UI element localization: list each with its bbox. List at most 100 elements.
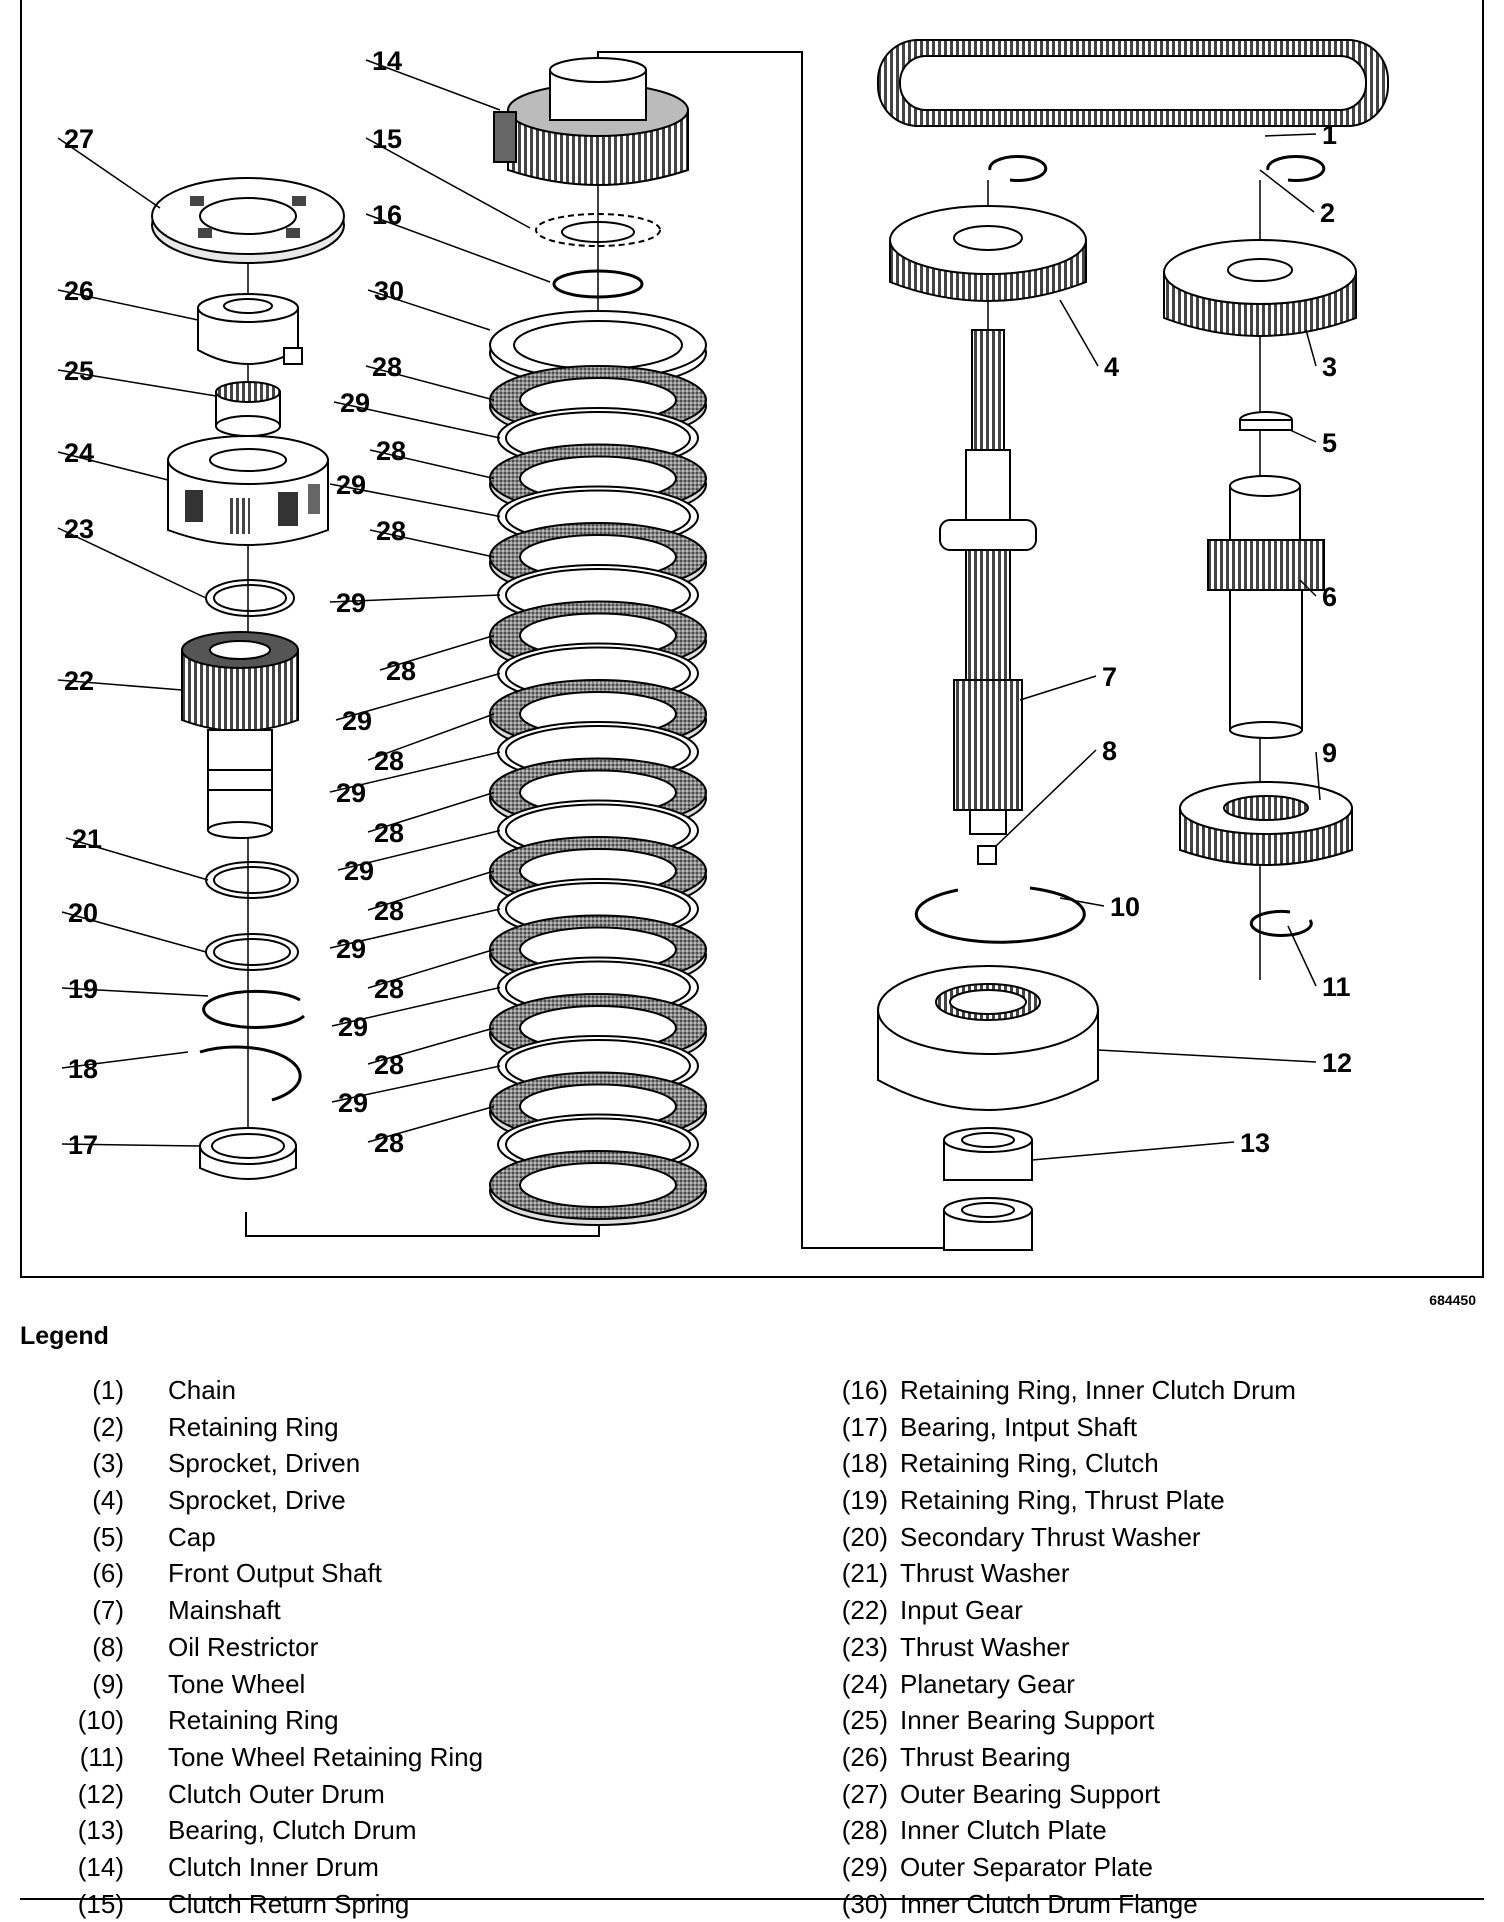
callout-4: 4: [1104, 352, 1119, 382]
callout-28: 28: [374, 818, 404, 848]
leader-line-29: [329, 483, 501, 518]
callout-10: 10: [1110, 892, 1140, 922]
leader-line-20: [61, 911, 207, 953]
callout-15: 15: [372, 124, 402, 154]
callout-28: 28: [376, 516, 406, 546]
legend-item-label: Bearing, Clutch Drum: [168, 1815, 417, 1846]
callout-19: 19: [68, 974, 98, 1004]
legend-item-label: Secondary Thrust Washer: [900, 1521, 1201, 1552]
leader-line-29: [329, 751, 501, 793]
legend-item-label: Outer Separator Plate: [900, 1851, 1153, 1882]
legend-item-label: Retaining Ring, Thrust Plate: [900, 1485, 1225, 1516]
leader-line-23: [57, 527, 207, 599]
legend-item-number: (6): [92, 1558, 124, 1589]
legend-item: (15)Clutch Return Spring: [44, 1886, 604, 1922]
callout-14: 14: [372, 46, 402, 76]
legend-item-label: Planetary Gear: [900, 1668, 1075, 1699]
legend-item: (23) Thrust Washer: [808, 1629, 1408, 1666]
callout-3: 3: [1322, 352, 1337, 382]
part-1-chain: [877, 39, 1389, 127]
legend-item-label: Thrust Bearing: [900, 1741, 1071, 1772]
callout-20: 20: [68, 898, 98, 928]
legend-item-number: (15): [77, 1888, 124, 1919]
part-26-thrust-bearing: [197, 293, 303, 365]
legend-item: (3)Sprocket, Driven: [44, 1445, 604, 1482]
legend-item-label: Clutch Outer Drum: [168, 1778, 385, 1809]
legend-item-number: (23): [841, 1631, 888, 1662]
figure-id: 684450: [1429, 1292, 1476, 1308]
leader-line-12: [1097, 1049, 1317, 1063]
callout-7: 7: [1102, 662, 1117, 692]
part-16-retaining-ring: [552, 269, 644, 299]
legend-item-number: (30): [841, 1888, 888, 1919]
part-17-bearing-input-shaft: [199, 1127, 297, 1180]
part-3-sprocket-driven: [1163, 239, 1357, 337]
legend-item: (28)Inner Clutch Plate: [808, 1812, 1408, 1849]
legend-item-number: (19): [841, 1485, 888, 1516]
legend-item-number: (2): [92, 1411, 124, 1442]
callout-24: 24: [64, 438, 94, 468]
legend-item: (21)Thrust Washer: [808, 1555, 1408, 1592]
callout-5: 5: [1322, 428, 1337, 458]
leader-line-28: [367, 1105, 495, 1143]
leader-line-11: [1287, 925, 1317, 987]
leader-line-28: [367, 1027, 495, 1065]
callout-22: 22: [64, 666, 94, 696]
legend-item: (14)Clutch Inner Drum: [44, 1849, 604, 1886]
part-14-clutch-inner-drum: [493, 57, 689, 186]
leader-line-3: [1305, 329, 1317, 367]
legend-item: (19) Retaining Ring, Thrust Plate: [808, 1482, 1408, 1519]
legend-item-number: (8): [92, 1631, 124, 1662]
leader-line-29: [331, 986, 501, 1027]
legend-item: (12)Clutch Outer Drum: [44, 1776, 604, 1813]
leader-line-19: [61, 987, 209, 997]
legend-item-label: Retaining Ring: [168, 1411, 339, 1442]
leader-line-28: [379, 634, 495, 671]
leader-line-10: [1059, 897, 1105, 907]
legend-item-label: Thrust Washer: [900, 1631, 1070, 1662]
legend-item-label: Thrust Washer: [900, 1558, 1070, 1589]
legend-item: (26) Thrust Bearing: [808, 1739, 1408, 1776]
legend-item-label: Bearing, Intput Shaft: [900, 1411, 1138, 1442]
leader-line-29: [333, 401, 501, 439]
legend-item-label: Cap: [168, 1521, 216, 1552]
callout-29: 29: [338, 1088, 368, 1118]
leader-line-18: [61, 1051, 189, 1069]
legend-item-label: Inner Clutch Plate: [900, 1815, 1107, 1846]
legend-item: (2) Retaining Ring: [44, 1409, 604, 1446]
leader-line-28: [367, 870, 495, 911]
center-assembly: [493, 57, 689, 1190]
legend-item: (13)Bearing, Clutch Drum: [44, 1812, 604, 1849]
callout-29: 29: [342, 706, 372, 736]
callout-16: 16: [372, 200, 402, 230]
legend-item: (20)Secondary Thrust Washer: [808, 1519, 1408, 1556]
leader-line-28: [369, 529, 495, 558]
legend-item: (11)Tone Wheel Retaining Ring: [44, 1739, 604, 1776]
legend-item-number: (1): [92, 1375, 124, 1405]
legend-item-number: (3): [92, 1448, 124, 1479]
leader-line-24: [57, 451, 169, 481]
leader-line-17: [61, 1143, 201, 1147]
part-20-secondary-thrust-washer: [205, 933, 299, 971]
legend-item: (29)Outer Separator Plate: [808, 1849, 1408, 1886]
part-4-sprocket-drive: [889, 205, 1087, 302]
callout-13: 13: [1240, 1128, 1270, 1158]
callout-26: 26: [64, 276, 94, 306]
legend-item-label: Sprocket, Drive: [168, 1485, 346, 1516]
callout-27: 27: [64, 124, 94, 154]
legend-item-number: (16): [841, 1375, 888, 1405]
leader-line-6: [1299, 579, 1317, 597]
legend-item-number: (14): [77, 1851, 124, 1882]
leader-line-28: [369, 449, 495, 480]
leader-line-29: [335, 672, 501, 721]
legend-item: (9)Tone Wheel: [44, 1666, 604, 1703]
part-13-bearings-clutch-drum: [943, 1127, 1033, 1251]
part-15-clutch-return-spring: [535, 213, 661, 247]
callout-29: 29: [336, 588, 366, 618]
legend-item-label: Outer Bearing Support: [900, 1778, 1161, 1809]
legend-item: (16)Retaining Ring, Inner Clutch Drum: [808, 1372, 1408, 1409]
legend-item-number: (26): [841, 1741, 888, 1772]
legend-item: (22)Input Gear: [808, 1592, 1408, 1629]
leader-line-30: [367, 289, 491, 331]
